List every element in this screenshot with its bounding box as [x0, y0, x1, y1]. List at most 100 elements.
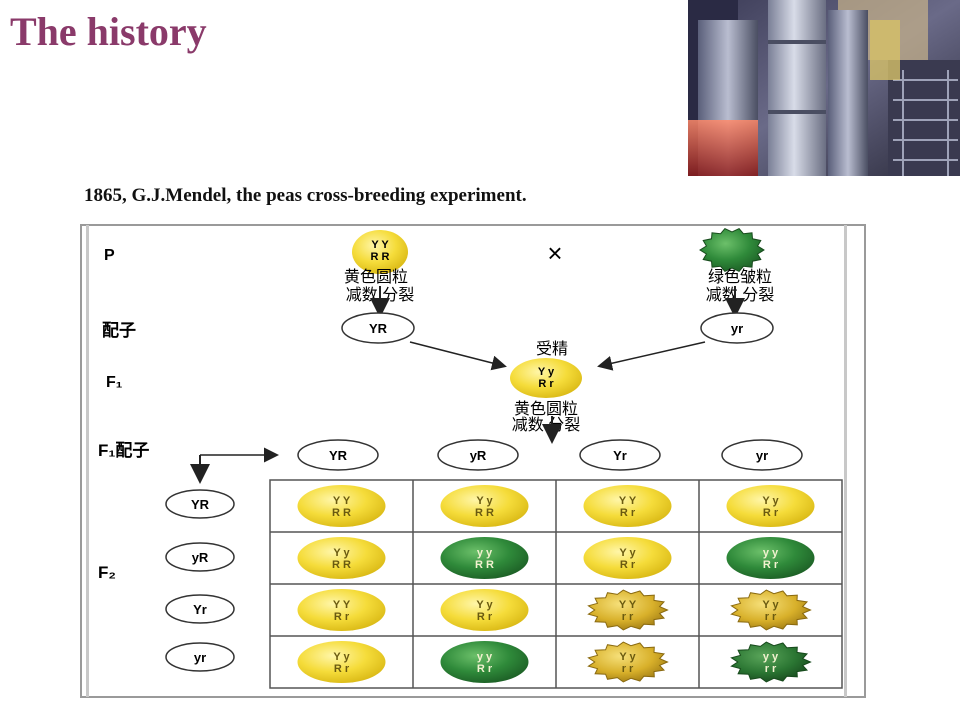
page-title: The history — [10, 9, 207, 54]
genotype-text: R r — [620, 507, 636, 519]
f2-row-gametes: YR yR Yr yr — [165, 489, 235, 672]
f1-gamete-yr: yr — [721, 439, 803, 471]
genotype-text: R r — [477, 611, 493, 623]
gamete-label: yr — [756, 448, 768, 463]
f2-seed: Y YR R — [297, 485, 386, 527]
f2-seed: y yr r — [730, 641, 812, 683]
label-p: P — [104, 247, 115, 264]
genotype-text: Y Y — [371, 239, 389, 251]
f2-seed: Y yr r — [587, 641, 669, 683]
genotype-text: Y y — [619, 547, 636, 559]
f2-seed: Y yR R — [297, 537, 386, 579]
genotype-text: Y y — [333, 651, 350, 663]
genotype-text: Y y — [762, 599, 779, 611]
wrinkled-seed-shape — [730, 589, 812, 631]
mendel-cross-diagram: P 配子 F₁ F₁配子 F₂ Y Y R R 黄色圆粒 减数 分裂 × 绿色皱… — [80, 224, 866, 698]
phenotype-label: 黄色圆粒 — [514, 400, 578, 418]
label-f1: F₁ — [106, 374, 123, 391]
genotype-text: R r — [538, 378, 554, 390]
f2-row-gamete-yR: yR — [165, 542, 235, 572]
round-seed-shape — [297, 641, 386, 683]
genotype-text: R R — [371, 251, 390, 263]
round-seed-shape — [297, 537, 386, 579]
round-seed-shape — [297, 589, 386, 631]
genotype-text: R r — [763, 559, 779, 571]
f1-gamete-row: YR yR Yr yr — [297, 439, 803, 471]
f2-seed: Y YR r — [297, 589, 386, 631]
round-seed-shape — [583, 485, 672, 527]
genotype-text: Y Y — [619, 495, 637, 507]
gamete-label: yr — [731, 321, 743, 336]
round-seed-shape — [726, 485, 815, 527]
f2-seed: y yR R — [440, 537, 529, 579]
genotype-text: R r — [334, 663, 350, 675]
f2-row-gamete-yr: yr — [165, 642, 235, 672]
genotype-text: R R — [332, 507, 351, 519]
round-seed-shape — [726, 537, 815, 579]
genotype-text: Y y — [476, 599, 493, 611]
gamete-label: Yr — [193, 602, 207, 617]
gamete-label: YR — [191, 497, 210, 512]
round-seed-shape — [440, 537, 529, 579]
experiment-caption: 1865, G.J.Mendel, the peas cross-breedin… — [84, 185, 527, 206]
gamete-label: YR — [369, 321, 388, 336]
phenotype-label: 绿色皱粒 — [708, 268, 772, 286]
genotype-text: r r — [765, 663, 777, 675]
genotype-text: R r — [620, 559, 636, 571]
genotype-text: r r — [765, 611, 777, 623]
f2-seed: Y Yr r — [587, 589, 669, 631]
f2-seed: y yR r — [726, 537, 815, 579]
cross-symbol: × — [547, 238, 562, 268]
f1-gamete-YR: YR — [297, 439, 379, 471]
genotype-text: Y y — [619, 651, 636, 663]
wrinkled-seed-shape — [587, 589, 669, 631]
gamete-label: Yr — [613, 448, 627, 463]
wrinkled-seed-shape — [730, 641, 812, 683]
round-seed-shape — [583, 537, 672, 579]
genotype-text: r r — [622, 611, 634, 623]
genotype-text: Y y — [476, 495, 493, 507]
f2-row-gamete-Yr: Yr — [165, 594, 235, 624]
genotype-text: y y — [763, 547, 779, 559]
meiosis-label: 减数 分裂 — [706, 286, 774, 304]
f2-seed: y yR r — [440, 641, 529, 683]
gamete-label: YR — [329, 448, 348, 463]
gamete-green: yr — [700, 312, 774, 344]
f2-row-gamete-YR: YR — [165, 489, 235, 519]
meiosis-label: 减数 分裂 — [512, 416, 580, 434]
gamete-label: yR — [470, 448, 487, 463]
genotype-text: Y y — [762, 495, 779, 507]
f2-seed: Y yR r — [726, 485, 815, 527]
f1-seed: Y y R r — [510, 358, 582, 398]
round-seed-shape — [440, 589, 529, 631]
gamete-label: yr — [194, 650, 206, 665]
genotype-text: R r — [477, 663, 493, 675]
genotype-text: y y — [763, 651, 779, 663]
genotype-text: R r — [334, 611, 350, 623]
f2-seed: Y yr r — [730, 589, 812, 631]
genotype-text: R R — [475, 507, 494, 519]
genotype-text: Y Y — [333, 495, 351, 507]
f2-seed: Y yR r — [440, 589, 529, 631]
parent-yellow-round-seed: Y Y R R — [352, 230, 408, 274]
label-f1-gametes: F₁配子 — [98, 441, 149, 460]
label-f2: F₂ — [98, 563, 116, 582]
genotype-text: Y Y — [619, 599, 637, 611]
laboratory-equipment-photo — [688, 0, 960, 176]
f1-gamete-Yr: Yr — [579, 439, 661, 471]
round-seed-shape — [440, 485, 529, 527]
parent-green-wrinkled-seed — [699, 227, 765, 273]
f1-gamete-yR: yR — [437, 439, 519, 471]
f2-seed: Y yR R — [440, 485, 529, 527]
f2-seed: Y yR r — [297, 641, 386, 683]
genotype-text: y y — [477, 547, 493, 559]
wrinkled-seed-shape — [587, 641, 669, 683]
phenotype-label: 黄色圆粒 — [344, 268, 408, 286]
label-gametes: 配子 — [102, 321, 136, 340]
f2-seed: Y yR r — [583, 537, 672, 579]
genotype-text: R r — [763, 507, 779, 519]
f2-punnett-grid: Y YR RY yR RY YR rY yR rY yR Ry yR RY yR… — [269, 479, 843, 689]
round-seed-shape — [297, 485, 386, 527]
genotype-text: y y — [477, 651, 493, 663]
genotype-text: r r — [622, 663, 634, 675]
